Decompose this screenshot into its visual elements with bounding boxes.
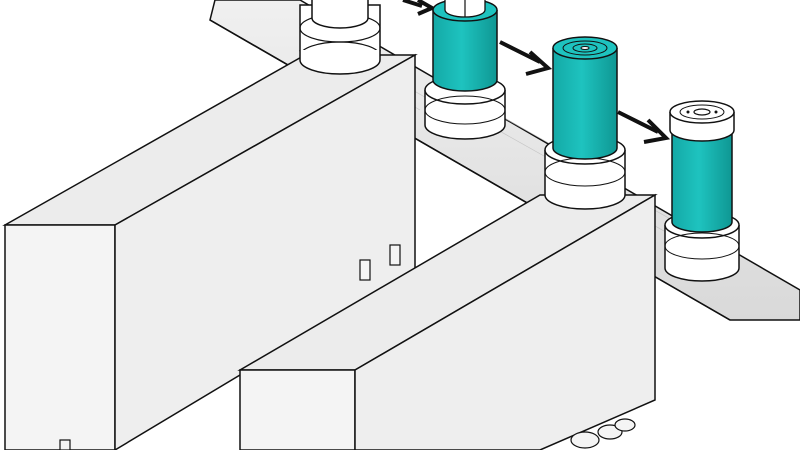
station-3 — [544, 36, 626, 210]
arrow-3-to-4 — [617, 110, 671, 144]
station-1 — [299, 0, 381, 75]
station-2 — [424, 0, 506, 140]
station-4 — [664, 100, 740, 282]
arrow-2-to-3 — [499, 40, 553, 76]
machine-block-rear — [2, 20, 418, 450]
machine-block-front — [237, 193, 658, 450]
arrow-1-to-2 — [402, 0, 437, 16]
